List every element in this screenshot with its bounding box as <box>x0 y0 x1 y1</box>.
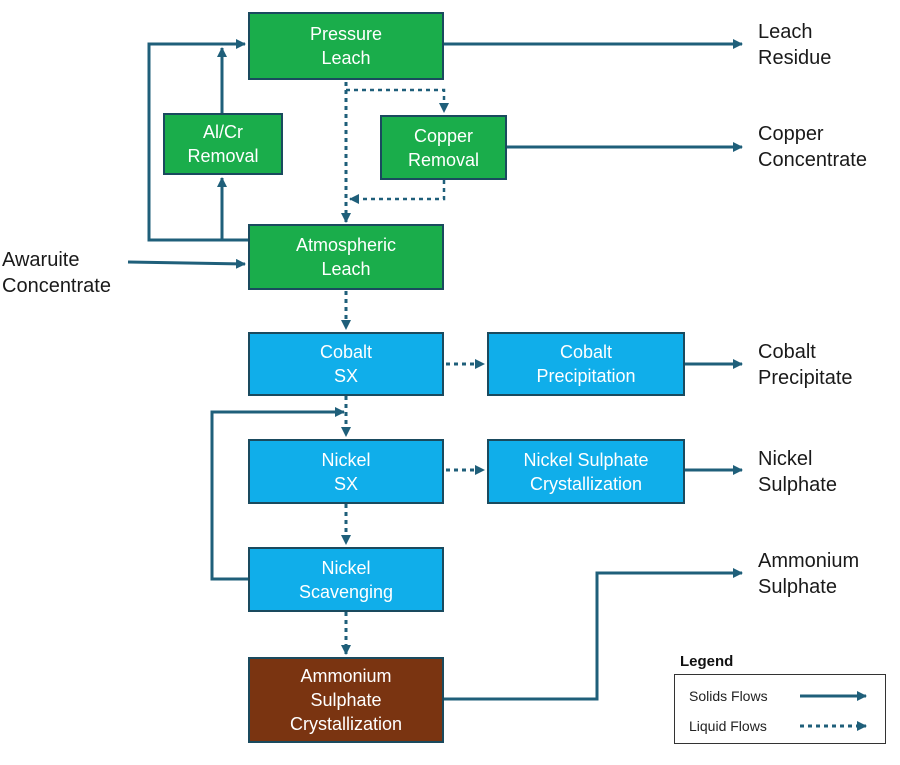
nickel-scavenging-line-2: Scavenging <box>298 581 394 602</box>
leach-residue-line-2: Residue <box>758 47 832 69</box>
pressure-leach-line-2: Leach <box>321 48 371 68</box>
nickel-scavenging-box: Nickel Scavenging <box>248 547 444 612</box>
legend-box: Solids Flows Liquid Flows <box>674 674 886 744</box>
cobalt-sx-line-2: SX <box>333 366 358 386</box>
nickel-sx-box: Nickel SX <box>248 439 444 504</box>
nickel-sulphate-cryst-line-2: Crystallization <box>529 473 643 494</box>
nickel-sx-line-1: Nickel <box>321 449 371 470</box>
cobalt-precipitation-line-2: Precipitation <box>536 366 636 386</box>
nickel-sulphate-cryst-line-1: Nickel Sulphate <box>523 449 649 470</box>
flow-ammonium-to-output <box>444 568 743 701</box>
copper-removal-line-2: Removal <box>407 149 480 170</box>
cobalt-precipitate-label: Cobalt Precipitate <box>758 339 853 391</box>
awaruite-line-1: Awaruite <box>2 249 80 271</box>
cobalt-precipitate-line-2: Precipitate <box>758 367 853 389</box>
pressure-leach-box: Pressure Leach <box>248 12 444 80</box>
ammonium-sulphate-line-2: Sulphate <box>758 576 837 598</box>
nickel-scavenging-line-1: Nickel <box>321 557 371 578</box>
nickel-sulphate-line-1: Nickel <box>758 448 813 470</box>
alcr-removal-line-1: Al/Cr <box>203 122 243 142</box>
flow-awaruite-to-atmospheric <box>127 258 246 269</box>
flow-atmospheric-recycle-to-pressure <box>147 39 248 242</box>
cobalt-precipitation-line-1: Cobalt <box>559 342 613 362</box>
ammonium-cryst-line-2: Sulphate <box>310 690 382 710</box>
legend-liquid-label: Liquid Flows <box>689 718 767 734</box>
nickel-sulphate-line-2: Sulphate <box>758 474 837 496</box>
nickel-sulphate-label: Nickel Sulphate <box>758 446 837 498</box>
cobalt-precipitation-box: Cobalt Precipitation <box>487 332 685 396</box>
cobalt-sx-box: Cobalt SX <box>248 332 444 396</box>
flow-scavenging-recycle-to-cobalt-sx <box>210 407 345 581</box>
copper-concentrate-line-1: Copper <box>758 123 824 145</box>
atmospheric-leach-box: Atmospheric Leach <box>248 224 444 290</box>
ammonium-sulphate-label: Ammonium Sulphate <box>758 548 859 600</box>
flow-copper-to-atmospheric <box>349 180 446 204</box>
leach-residue-label: Leach Residue <box>758 19 831 71</box>
ammonium-cryst-line-1: Ammonium <box>300 666 392 686</box>
awaruite-line-2: Concentrate <box>2 275 111 297</box>
flow-pressure-to-copper <box>346 88 449 113</box>
ammonium-sulphate-crystallization-box: Ammonium Sulphate Crystallization <box>248 657 444 743</box>
alcr-removal-line-2: Removal <box>187 146 259 166</box>
legend-title: Legend <box>680 653 734 670</box>
atmospheric-leach-line-2: Leach <box>321 259 371 279</box>
copper-concentrate-line-2: Concentrate <box>758 149 867 171</box>
pressure-leach-line-1: Pressure <box>309 24 383 44</box>
ammonium-cryst-line-3: Crystallization <box>289 714 403 734</box>
atmospheric-leach-line-1: Atmospheric <box>295 235 397 255</box>
cobalt-sx-line-1: Cobalt <box>319 342 373 362</box>
copper-concentrate-label: Copper Concentrate <box>758 121 867 173</box>
ammonium-sulphate-line-1: Ammonium <box>758 550 860 572</box>
alcr-removal-box: Al/Cr Removal <box>163 113 283 175</box>
awaruite-concentrate-label: Awaruite Concentrate <box>2 247 111 299</box>
nickel-sulphate-crystallization-box: Nickel Sulphate Crystallization <box>487 439 685 504</box>
copper-removal-line-1: Copper <box>413 125 474 146</box>
leach-residue-line-1: Leach <box>758 21 813 43</box>
legend-solids-label: Solids Flows <box>689 688 768 704</box>
copper-removal-box: Copper Removal <box>380 115 507 180</box>
cobalt-precipitate-line-1: Cobalt <box>758 341 816 363</box>
nickel-sx-line-2: SX <box>333 473 358 494</box>
